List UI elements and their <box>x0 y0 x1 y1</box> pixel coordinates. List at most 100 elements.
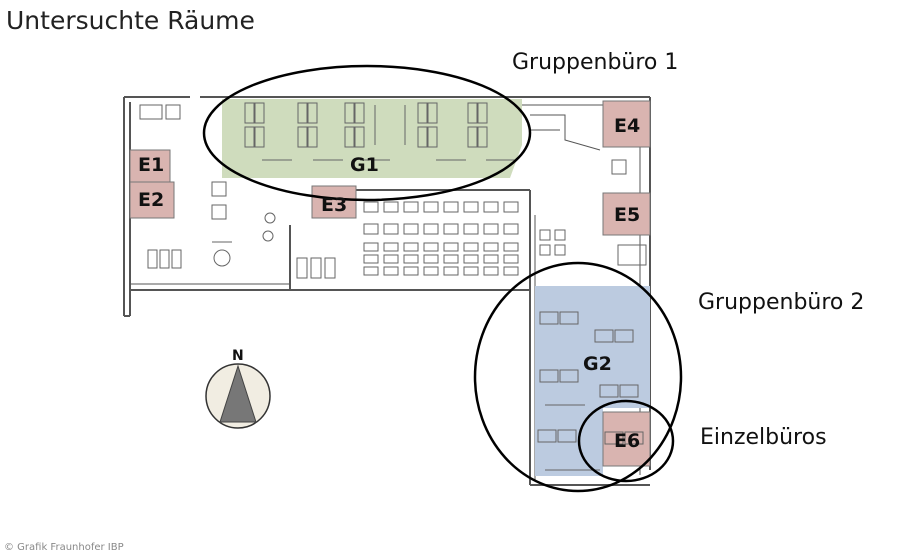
desk <box>477 126 488 148</box>
desk <box>427 102 438 124</box>
table <box>211 181 227 197</box>
desk <box>559 369 579 383</box>
seat <box>159 249 170 269</box>
annotation-group-office-1: Gruppenbüro 1 <box>512 50 679 75</box>
desk <box>344 126 355 148</box>
cabinet <box>611 159 627 175</box>
desk <box>559 311 579 325</box>
table <box>363 254 379 264</box>
desk <box>297 102 308 124</box>
cabinet <box>539 229 551 241</box>
seat <box>147 249 158 269</box>
table <box>403 254 419 264</box>
desk <box>307 126 318 148</box>
table <box>443 254 459 264</box>
table <box>463 242 479 252</box>
label-g2: G2 <box>583 353 612 375</box>
table <box>383 201 399 213</box>
table <box>483 223 499 235</box>
desk <box>427 126 438 148</box>
desk <box>539 311 559 325</box>
table <box>443 242 459 252</box>
desk <box>297 126 308 148</box>
desk <box>539 369 559 383</box>
table <box>443 223 459 235</box>
room-e1 <box>129 149 171 183</box>
table <box>503 201 519 213</box>
table <box>483 242 499 252</box>
table <box>383 254 399 264</box>
table <box>423 201 439 213</box>
desk <box>244 102 255 124</box>
compass-north-label: N <box>232 348 244 364</box>
table <box>503 242 519 252</box>
round-table <box>213 249 231 267</box>
room-e5 <box>602 192 651 236</box>
room-e6 <box>602 411 651 467</box>
desk <box>254 126 265 148</box>
ellipse-single-office <box>577 399 675 483</box>
table <box>503 223 519 235</box>
table <box>363 223 379 235</box>
table <box>363 201 379 213</box>
desk <box>354 102 365 124</box>
desk <box>604 431 624 445</box>
label-e4: E4 <box>614 115 640 137</box>
table <box>363 266 379 276</box>
desk <box>307 102 318 124</box>
desk <box>614 329 634 343</box>
seat <box>324 257 336 279</box>
room-e2 <box>129 181 175 219</box>
desk <box>354 126 365 148</box>
page-title: Untersuchte Räume <box>6 6 255 35</box>
desk <box>417 126 428 148</box>
cabinet <box>539 244 551 256</box>
table <box>617 244 647 266</box>
highlight-ellipses <box>202 64 683 493</box>
room-e4 <box>602 100 651 148</box>
table <box>423 254 439 264</box>
table <box>423 242 439 252</box>
table <box>383 242 399 252</box>
table <box>211 204 227 220</box>
label-e1: E1 <box>138 154 164 176</box>
table <box>463 201 479 213</box>
label-e3: E3 <box>321 194 347 216</box>
annotation-group-office-2: Gruppenbüro 2 <box>698 290 865 315</box>
table <box>383 266 399 276</box>
table <box>165 104 181 120</box>
ellipse-group-office-1 <box>202 64 532 202</box>
table <box>443 201 459 213</box>
desk <box>624 431 644 445</box>
table <box>483 201 499 213</box>
ellipse-group-office-2 <box>473 261 683 493</box>
desk <box>344 102 355 124</box>
label-g1: G1 <box>350 154 379 176</box>
seat <box>171 249 182 269</box>
table <box>463 223 479 235</box>
annotation-single-offices: Einzelbüros <box>700 425 827 450</box>
table <box>443 266 459 276</box>
desk <box>467 102 478 124</box>
seat <box>296 257 308 279</box>
desk <box>477 102 488 124</box>
table <box>483 254 499 264</box>
desk <box>244 126 255 148</box>
cabinet <box>554 229 566 241</box>
table <box>403 266 419 276</box>
table <box>383 223 399 235</box>
image-credit: © Grafik Fraunhofer IBP <box>4 542 124 553</box>
chair <box>262 230 274 242</box>
table <box>463 254 479 264</box>
label-e6: E6 <box>614 430 640 452</box>
desk <box>254 102 265 124</box>
table <box>403 242 419 252</box>
compass: N <box>205 348 271 429</box>
table <box>139 104 163 120</box>
table <box>483 266 499 276</box>
table <box>403 223 419 235</box>
group-office-2-area <box>535 286 650 476</box>
desk <box>417 102 428 124</box>
